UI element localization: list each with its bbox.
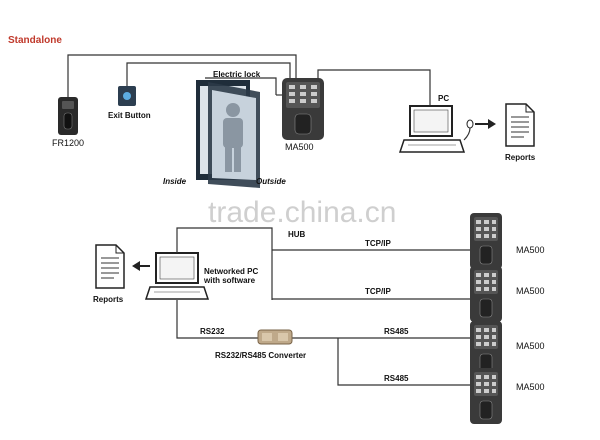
reports-label-network: Reports — [93, 295, 124, 304]
pc-label: PC — [438, 94, 449, 103]
standalone-title: Standalone — [8, 35, 62, 46]
pc-icon — [398, 105, 474, 153]
report-document-icon — [505, 103, 535, 147]
ma500-device-4 — [470, 368, 502, 424]
ma500-label-2: MA500 — [516, 286, 545, 296]
door-icon — [196, 80, 260, 188]
tcp-ip-label-1: TCP/IP — [365, 239, 391, 248]
wire-pc — [317, 69, 431, 105]
ma500-label-3: MA500 — [516, 341, 545, 351]
rs232-label: RS232 — [200, 327, 225, 336]
electric-lock-label: Electric lock — [213, 70, 261, 79]
networked-pc-label-line1: Networked PC — [204, 267, 258, 276]
rs485-label-2: RS485 — [384, 374, 409, 383]
fr1200-reader — [58, 97, 78, 135]
ma500-standalone-label: MA500 — [285, 142, 314, 152]
exit-button-label: Exit Button — [108, 111, 151, 120]
arrow-icon — [475, 119, 496, 129]
hub-label: HUB — [288, 230, 306, 239]
converter-label: RS232/RS485 Converter — [215, 351, 306, 360]
report-document-icon-network — [95, 244, 125, 289]
inside-label: Inside — [163, 177, 187, 186]
wire-pc-hub — [176, 227, 273, 300]
wire-lock-line — [205, 77, 277, 95]
wire-rs232 — [176, 300, 258, 339]
ma500-label-4: MA500 — [516, 382, 545, 392]
watermark-text: trade.china.cn — [208, 196, 396, 229]
exit-button-device — [118, 86, 136, 106]
ma500-device-3 — [470, 321, 502, 377]
converter-icon — [257, 329, 293, 345]
ma500-standalone-device — [282, 78, 324, 140]
ma500-label-1: MA500 — [516, 245, 545, 255]
wire-rs485-2 — [337, 338, 470, 386]
rs485-label-1: RS485 — [384, 327, 409, 336]
fr1200-label: FR1200 — [52, 138, 84, 148]
arrow-left-icon — [132, 261, 150, 271]
person-icon — [223, 103, 243, 172]
wire-fr1200 — [67, 54, 297, 100]
tcp-ip-label-2: TCP/IP — [365, 287, 391, 296]
ma500-device-1 — [470, 213, 502, 269]
ma500-device-2 — [470, 266, 502, 322]
networked-pc-icon — [144, 252, 210, 300]
outside-label: Outside — [256, 177, 286, 186]
networked-pc-label-line2: with software — [203, 276, 256, 285]
reports-label-standalone: Reports — [505, 153, 536, 162]
wire-exit-button — [126, 62, 291, 87]
